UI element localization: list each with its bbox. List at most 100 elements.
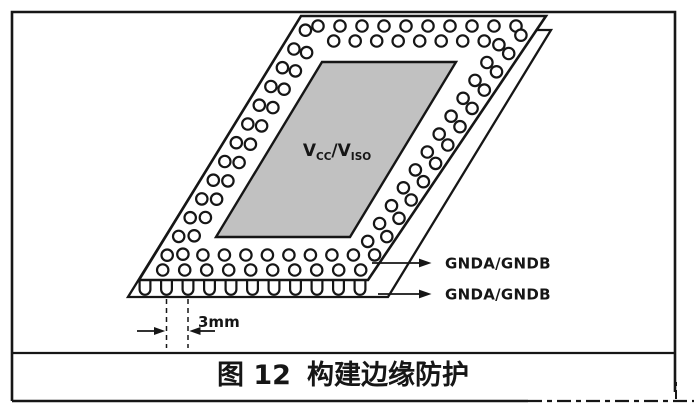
castellation-via	[289, 280, 302, 296]
stitching-via	[183, 210, 197, 225]
castellation-via	[224, 280, 238, 296]
callout-top-arrow	[372, 258, 432, 268]
arrow-right-icon	[154, 327, 166, 335]
stitching-via	[266, 100, 280, 115]
stitching-via	[404, 193, 418, 207]
stitching-via	[444, 109, 458, 123]
stitching-via	[299, 45, 314, 60]
stitching-via	[408, 163, 423, 177]
castellation-via-row	[138, 280, 367, 296]
stitching-via	[221, 174, 235, 188]
stitching-via	[421, 19, 435, 33]
stitching-via	[465, 19, 479, 33]
stitching-via	[443, 19, 457, 33]
arrow-right-icon	[419, 258, 432, 268]
power-plane-label: VCC/VISO	[303, 141, 371, 163]
stitching-via	[355, 19, 369, 33]
stitching-via	[369, 34, 384, 48]
stitching-via	[311, 19, 325, 33]
stitching-via	[232, 155, 246, 170]
stitching-via	[377, 19, 391, 33]
stitching-via	[303, 248, 318, 262]
stitching-via	[432, 127, 446, 141]
stitching-via	[260, 248, 275, 262]
dimension-annotation: 3mm	[137, 299, 240, 348]
stitching-via	[326, 34, 341, 48]
stitching-via	[187, 229, 201, 243]
stitching-via	[477, 34, 491, 48]
stitching-via	[367, 248, 382, 262]
stitching-via	[379, 229, 394, 244]
stitching-via	[298, 23, 313, 37]
stitching-via	[287, 42, 301, 56]
stitching-via	[264, 79, 278, 94]
callout-top-label: GNDA/GNDB	[445, 255, 551, 273]
stitching-via	[195, 192, 209, 206]
stitching-via	[243, 263, 258, 277]
stitching-via	[477, 83, 492, 97]
stitching-via	[399, 19, 413, 33]
stitching-via	[434, 34, 448, 48]
castellation-via	[332, 280, 345, 296]
stitching-via	[420, 145, 435, 159]
stitching-via	[171, 229, 186, 244]
arrow-left-icon	[189, 327, 201, 335]
stitching-via	[455, 34, 470, 48]
arrow-right-icon	[419, 289, 432, 299]
castellation-via	[353, 280, 367, 296]
stitching-via	[196, 248, 210, 262]
stitching-via	[243, 137, 258, 151]
stitching-via	[492, 37, 506, 52]
stitching-via	[239, 248, 253, 262]
stitching-via	[265, 263, 280, 277]
stitching-via	[176, 247, 190, 261]
stitching-via	[468, 73, 482, 88]
stitching-via	[277, 82, 291, 96]
stitching-via	[384, 198, 399, 213]
stitching-via	[209, 192, 224, 206]
castellation-via	[138, 280, 152, 296]
stitching-via	[275, 60, 290, 75]
stitching-via	[254, 119, 269, 133]
stitching-via	[331, 263, 346, 277]
stitching-via	[199, 263, 214, 277]
stitching-via	[229, 135, 244, 150]
stitching-via	[333, 19, 347, 33]
stitching-via	[412, 34, 427, 48]
castellation-via	[181, 280, 195, 296]
stitching-via	[514, 28, 528, 42]
stitching-via	[396, 181, 411, 195]
stitching-via	[416, 174, 431, 189]
stitching-via	[160, 248, 174, 262]
stitching-via	[241, 117, 255, 131]
stitching-via	[282, 248, 296, 262]
dimension-label: 3mm	[198, 313, 240, 331]
stitching-via	[217, 248, 232, 262]
stitching-via	[198, 210, 213, 225]
stitching-via	[501, 46, 516, 61]
castellation-via	[160, 280, 173, 296]
stitching-via	[177, 263, 192, 277]
stitching-via	[372, 216, 387, 231]
castellation-via	[267, 280, 281, 296]
stitching-via	[218, 154, 232, 169]
stitching-via	[325, 248, 339, 262]
stitching-via	[428, 156, 443, 171]
stitching-via	[465, 101, 479, 116]
stitching-via	[391, 34, 405, 48]
stitching-via	[287, 263, 302, 277]
stitching-via	[392, 211, 406, 226]
stitching-via	[487, 19, 501, 33]
power-plane	[213, 60, 459, 239]
stitching-via	[252, 98, 267, 112]
figure-border	[10, 10, 694, 403]
stitching-via	[309, 263, 324, 277]
stitching-via	[206, 173, 221, 187]
stitching-via	[155, 263, 170, 277]
stitching-via	[440, 138, 455, 152]
stitching-via	[453, 119, 467, 134]
via-stitching-rings	[155, 19, 528, 277]
